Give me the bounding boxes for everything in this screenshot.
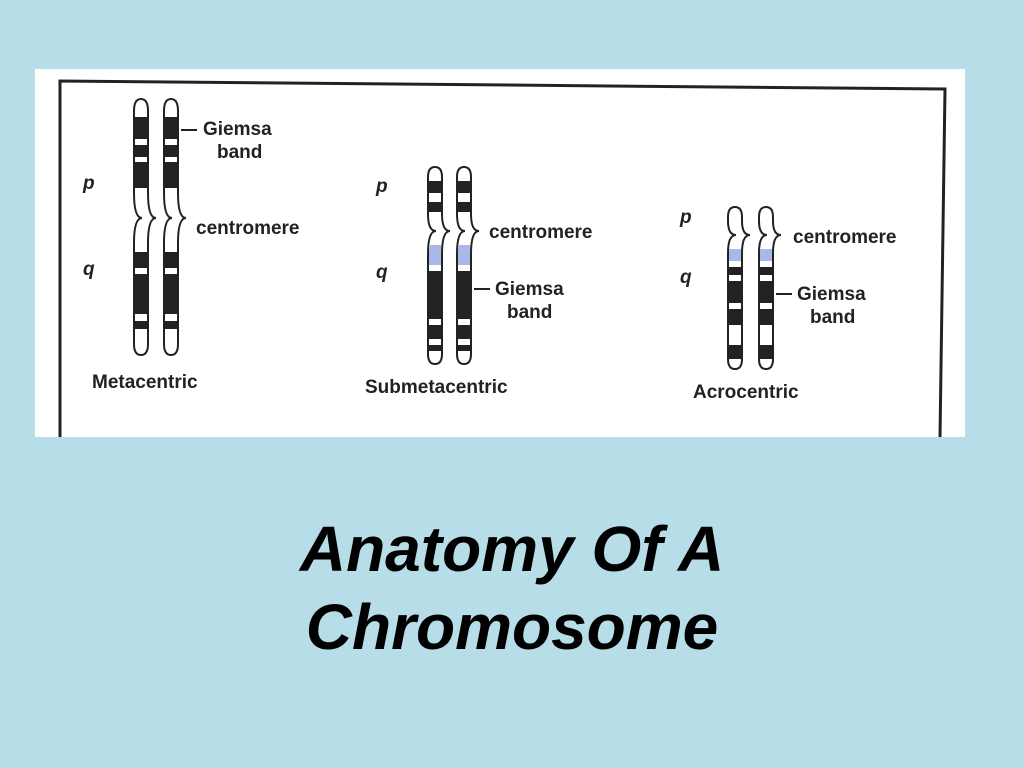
q-arm-label: q xyxy=(680,267,692,288)
q-arm-label: q xyxy=(376,262,388,283)
centromere-label: centromere xyxy=(489,222,593,243)
centromere-label: centromere xyxy=(793,227,897,248)
chromosome-diagram xyxy=(58,79,947,437)
slide-title-line1: Anatomy Of A xyxy=(299,513,725,585)
submetacentric-chromosome xyxy=(427,165,490,366)
p-arm-label: p xyxy=(83,173,95,194)
giemsa-band-label-line2: band xyxy=(507,302,553,323)
figure-frame xyxy=(58,79,947,437)
centromere-region xyxy=(729,249,772,261)
giemsa-bands xyxy=(429,181,470,351)
giemsa-bands xyxy=(729,267,772,359)
p-arm-label: p xyxy=(376,176,388,197)
submetacentric-caption: Submetacentric xyxy=(365,377,508,398)
giemsa-band-label-line1: Giemsa xyxy=(203,119,272,140)
giemsa-band-label-line1: Giemsa xyxy=(495,279,564,300)
centromere-region xyxy=(429,245,470,265)
slide-title-line2: Chromosome xyxy=(305,591,719,663)
giemsa-band-label-line1: Giemsa xyxy=(797,284,866,305)
giemsa-band-label-line2: band xyxy=(217,142,263,163)
chromosome-figure: p q Giemsa band centromere Metacentric p… xyxy=(35,69,965,437)
q-arm-label: q xyxy=(83,259,95,280)
p-arm-label: p xyxy=(680,207,692,228)
centromere-label: centromere xyxy=(196,218,300,239)
giemsa-bands xyxy=(135,117,177,329)
acrocentric-chromosome xyxy=(727,205,792,371)
metacentric-caption: Metacentric xyxy=(92,372,198,393)
metacentric-chromosome xyxy=(133,97,197,357)
slide-title: Anatomy Of A Chromosome xyxy=(0,510,1024,666)
acrocentric-caption: Acrocentric xyxy=(693,382,799,403)
giemsa-band-label-line2: band xyxy=(810,307,856,328)
